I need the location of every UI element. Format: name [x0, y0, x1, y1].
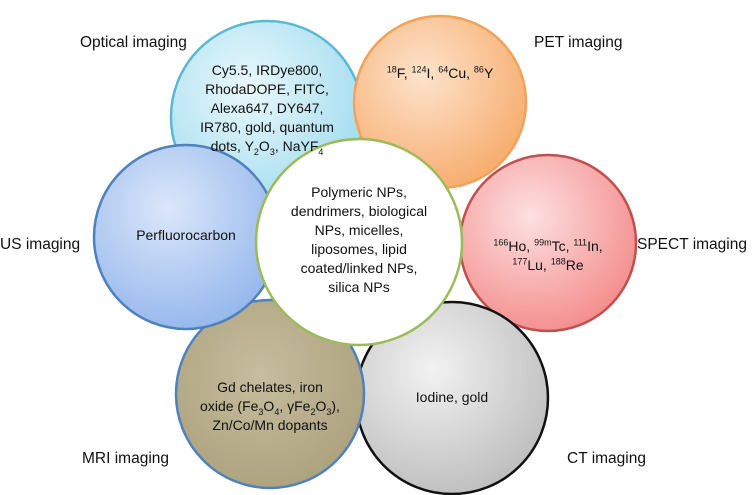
text-line: Perfluorocarbon	[136, 227, 236, 243]
mri-imaging-label: MRI imaging	[82, 450, 169, 467]
spect-imaging-label: SPECT imaging	[637, 236, 747, 253]
optical-imaging-label: Optical imaging	[80, 34, 187, 51]
text-line: 177Lu, 188Re	[512, 256, 584, 273]
text-line: Alexa647, DY647,	[210, 100, 324, 116]
ct-imaging-label: CT imaging	[567, 450, 646, 467]
mri-agents-text: Gd chelates, iron oxide (Fe3O4, γFe2O3),Z…	[180, 378, 360, 435]
text-line: liposomes, lipid	[311, 241, 407, 257]
text-line: Polymeric NPs,	[311, 184, 407, 200]
text-line: dots, Y2O3, NaYF4	[210, 138, 324, 157]
us-imaging-label: US imaging	[0, 236, 81, 253]
text-line: coated/linked NPs,	[300, 260, 418, 276]
text-line: NPs, micelles,	[314, 222, 404, 238]
optical-agents-text: Cy5.5, IRDye800, RhodaDOPE, FITC, Alexa647…	[177, 61, 357, 156]
text-line: Iodine, gold	[415, 389, 489, 405]
text-line: 18F, 124I, 64Cu, 86Y	[386, 64, 494, 81]
us-agents-text: Perfluorocarbon	[106, 226, 266, 245]
spect-agents-text: 166Ho, 99mTc, 111In, 177Lu, 188Re	[468, 237, 628, 275]
text-line: oxide (Fe3O4, γFe2O3),	[200, 398, 340, 417]
text-line: Zn/Co/Mn dopants	[212, 417, 328, 433]
ct-agents-text: Iodine, gold	[372, 388, 532, 407]
center-circle	[254, 137, 464, 347]
pet-agents-text: 18F, 124I, 64Cu, 86Y	[365, 64, 515, 83]
text-line: 166Ho, 99mTc, 111In,	[493, 237, 603, 254]
text-line: RhodaDOPE, FITC,	[205, 81, 329, 97]
text-line: Cy5.5, IRDye800,	[211, 62, 323, 78]
text-line: silica NPs	[328, 279, 390, 295]
mri-circle	[174, 298, 366, 490]
text-line: IR780, gold, quantum	[200, 119, 334, 135]
text-line: Gd chelates, iron	[217, 379, 323, 395]
text-line: dendrimers, biological	[290, 203, 428, 219]
pet-imaging-label: PET imaging	[534, 34, 623, 51]
